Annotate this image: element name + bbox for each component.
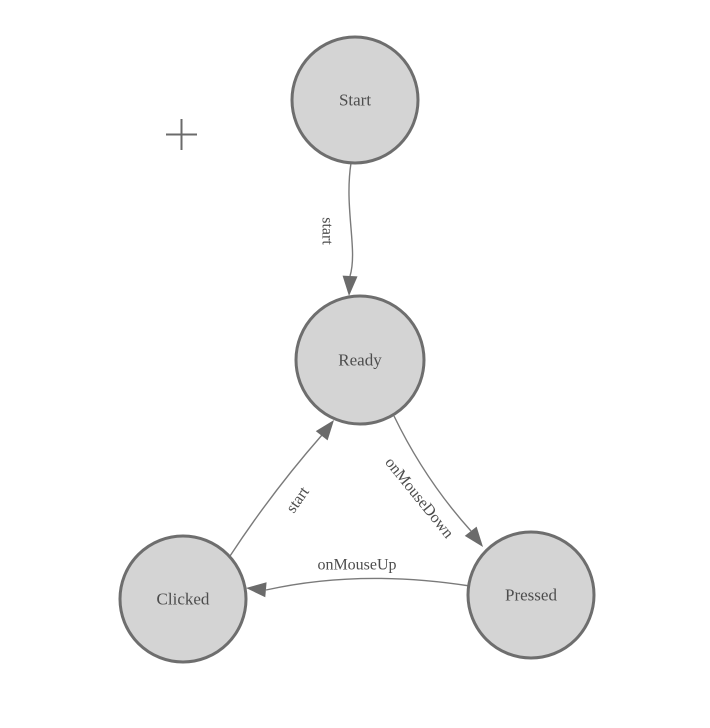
state-label: Clicked <box>157 590 210 609</box>
arrowhead-icon <box>464 526 483 547</box>
edge-clicked-ready[interactable]: start <box>229 420 334 557</box>
node-ready[interactable]: Ready <box>294 294 426 426</box>
state-circle[interactable] <box>118 534 248 664</box>
arrowhead-icon <box>246 582 267 598</box>
node-pressed[interactable]: Pressed <box>466 530 596 660</box>
edge-line[interactable] <box>393 415 472 532</box>
state-circle[interactable] <box>290 35 420 165</box>
node-start[interactable]: Start <box>290 35 420 165</box>
arrowhead-icon <box>315 420 334 441</box>
edge-label: start <box>319 217 336 245</box>
edge-pressed-clicked[interactable]: onMouseUp <box>246 557 471 598</box>
plus-marker-icon <box>166 119 197 150</box>
arrowhead-icon <box>342 275 358 296</box>
edge-line[interactable] <box>265 577 471 591</box>
edge-label: onMouseDown <box>381 454 456 541</box>
node-clicked[interactable]: Clicked <box>118 534 248 664</box>
state-circle[interactable] <box>294 294 426 426</box>
edge-line[interactable] <box>348 162 354 277</box>
edge-line[interactable] <box>229 434 323 557</box>
state-label: Start <box>339 91 371 110</box>
edge-label: start <box>283 483 313 516</box>
state-label: Ready <box>338 351 382 370</box>
edge-start-ready[interactable]: start <box>319 162 358 296</box>
state-label: Pressed <box>505 586 557 605</box>
edge-ready-pressed[interactable]: onMouseDown <box>381 415 483 547</box>
edge-label: onMouseUp <box>317 557 396 574</box>
state-circle[interactable] <box>466 530 596 660</box>
